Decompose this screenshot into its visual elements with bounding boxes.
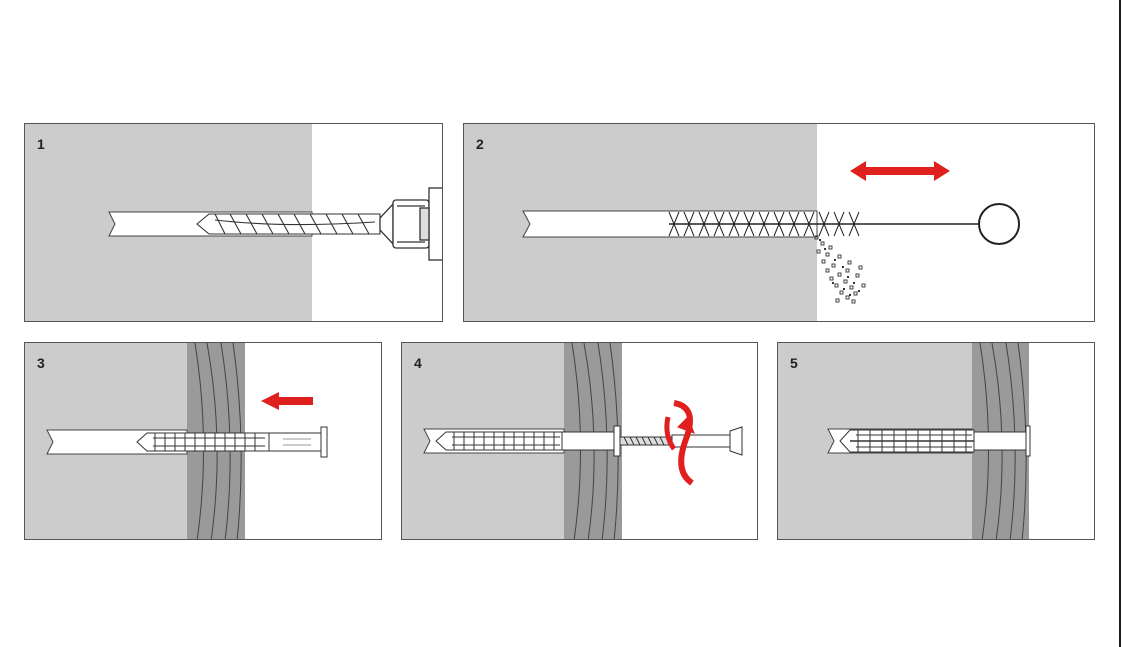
step-2-illustration (464, 124, 1020, 321)
step-panel-5: 5 (777, 342, 1095, 540)
step-number: 5 (790, 355, 798, 371)
page-border (1119, 0, 1121, 647)
step-3-illustration (25, 343, 328, 539)
anchor-plug (839, 425, 1031, 457)
cleaning-brush (668, 203, 1020, 245)
rotate-icon (664, 400, 695, 486)
step-panel-4: 4 (401, 342, 758, 540)
drill-bit (196, 213, 381, 235)
anchor-plug (435, 425, 621, 457)
step-5-illustration (778, 343, 1031, 539)
step-panel-3: 3 (24, 342, 382, 540)
step-4-illustration (402, 343, 743, 539)
step-number: 1 (37, 136, 45, 152)
step-panel-1: 1 (24, 123, 443, 322)
step-1-illustration (25, 124, 442, 321)
step-panel-2: 2 (463, 123, 1095, 322)
step-number: 2 (476, 136, 484, 152)
drill-chuck (379, 187, 442, 261)
step-number: 3 (37, 355, 45, 371)
dust-particles (814, 235, 866, 304)
double-arrow-icon (850, 161, 950, 181)
anchor-plug (136, 426, 328, 458)
step-number: 4 (414, 355, 422, 371)
arrow-left-icon (261, 392, 313, 410)
